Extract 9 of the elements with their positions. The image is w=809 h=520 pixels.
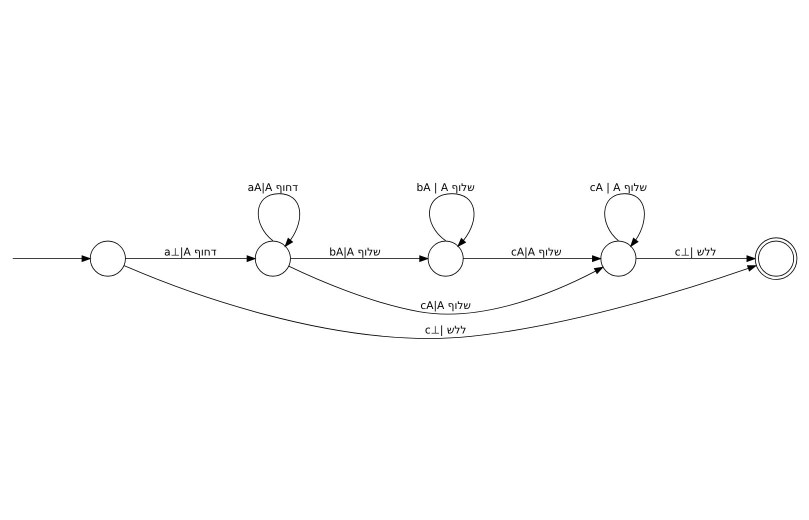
edge-label: bA | A שלוף: [416, 180, 475, 194]
edge-label: c⊥| ללש: [674, 245, 716, 258]
edge-label: cA|A שלוף: [511, 245, 562, 258]
edge-label: a⊥|A דחוף: [164, 245, 217, 258]
edge-label: bA|A שלוף: [329, 245, 381, 258]
edge-label: c⊥| ללש: [424, 322, 466, 336]
edge-label: aA|A דחוף: [248, 180, 298, 194]
edge-label: cA|A שלוף: [420, 298, 471, 312]
edge-label: cA | A שלוף: [590, 180, 648, 194]
